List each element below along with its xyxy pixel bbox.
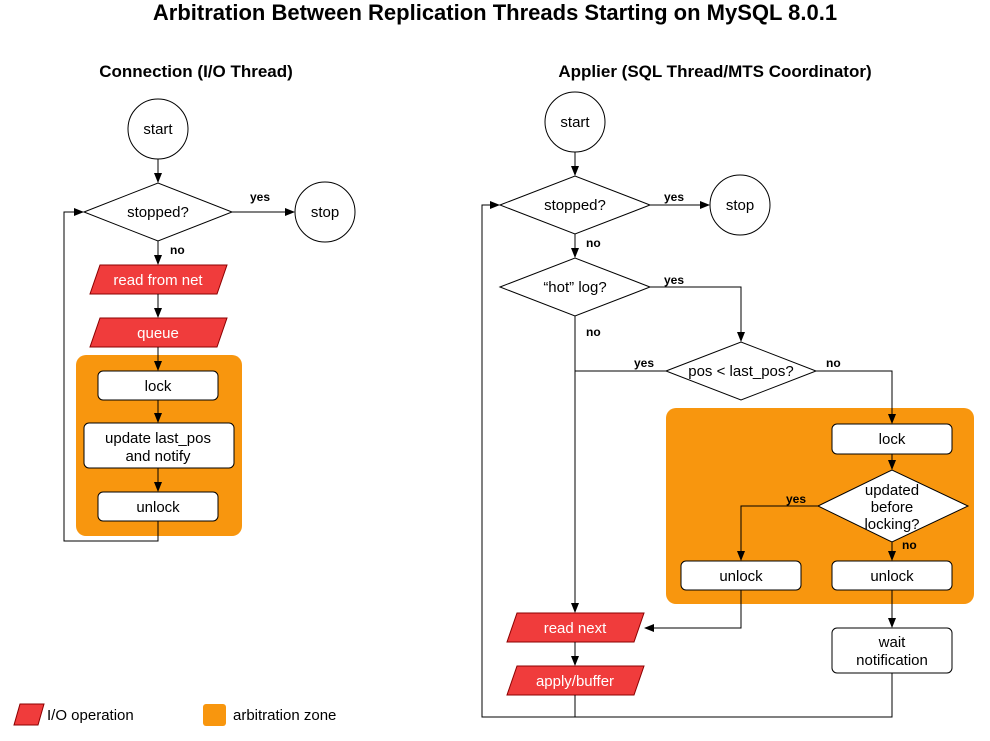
applier-read-next-io — [506, 612, 645, 643]
applier-start-label: start — [560, 114, 590, 131]
applier-unlock-right-label: unlock — [870, 568, 914, 585]
connection-read-from-net-label: read from net — [113, 272, 203, 289]
legend-io-swatch — [13, 703, 45, 726]
connection-read-from-net-io — [89, 264, 228, 295]
applier-pos-yes-label: yes — [634, 356, 654, 370]
applier-edge-unlock-left-read — [644, 590, 742, 632]
legend-zone-label: arbitration zone — [233, 707, 336, 724]
applier-updated-label-line3: locking? — [864, 516, 919, 533]
applier-updated-decision — [816, 469, 970, 543]
applier-updated-no-label: no — [902, 538, 917, 552]
applier-edge-hot-yes-pos — [650, 286, 745, 342]
legend-io-label: I/O operation — [47, 707, 134, 724]
applier-hot-log-label: “hot” log? — [543, 279, 606, 296]
applier-pos-no-label: no — [826, 356, 841, 370]
connection-update-label-line1: update last_pos — [105, 430, 211, 447]
legend-zone-swatch — [203, 704, 226, 726]
applier-wait-label-line2: notification — [856, 652, 928, 669]
connection-start-label: start — [143, 121, 173, 138]
applier-apply-buffer-label: apply/buffer — [536, 673, 614, 690]
connection-update-box — [83, 422, 235, 469]
applier-updated-label-line2: before — [871, 499, 914, 516]
connection-stop-node — [294, 181, 356, 243]
connection-lock-label: lock — [145, 378, 172, 395]
applier-updated-yes-label: yes — [786, 492, 806, 506]
applier-hot-no-label: no — [586, 325, 601, 339]
connection-queue-io — [89, 317, 228, 348]
applier-stop-label: stop — [726, 197, 754, 214]
connection-heading: Connection (I/O Thread) — [99, 62, 293, 81]
page-title: Arbitration Between Replication Threads … — [153, 0, 837, 25]
connection-edge-loop-back — [63, 208, 159, 542]
connection-stop-label: stop — [311, 204, 339, 221]
applier-read-next-label: read next — [544, 620, 607, 637]
applier-unlock-left-label: unlock — [719, 568, 763, 585]
applier-edge-apply-loop — [481, 201, 576, 718]
applier-pos-label: pos < last_pos? — [688, 363, 794, 380]
applier-edge-wait-loop — [575, 673, 893, 718]
connection-unlock-label: unlock — [136, 499, 180, 516]
connection-stopped-label: stopped? — [127, 204, 189, 221]
applier-edge-pos-no-lock — [816, 370, 896, 424]
applier-stopped-no-label: no — [586, 236, 601, 250]
applier-hot-yes-label: yes — [664, 273, 684, 287]
applier-apply-buffer-io — [506, 665, 645, 696]
applier-stop-node — [709, 174, 771, 236]
applier-wait-label-line1: wait — [878, 634, 907, 651]
connection-no-label: no — [170, 243, 185, 257]
applier-stopped-label: stopped? — [544, 197, 606, 214]
applier-updated-label-line1: updated — [865, 482, 919, 499]
applier-heading: Applier (SQL Thread/MTS Coordinator) — [558, 62, 871, 81]
applier-edge-updated-yes-unlock — [737, 505, 818, 561]
connection-queue-label: queue — [137, 325, 179, 342]
applier-stopped-yes-label: yes — [664, 190, 684, 204]
connection-yes-label: yes — [250, 190, 270, 204]
connection-update-label-line2: and notify — [125, 448, 191, 465]
applier-lock-label: lock — [879, 431, 906, 448]
